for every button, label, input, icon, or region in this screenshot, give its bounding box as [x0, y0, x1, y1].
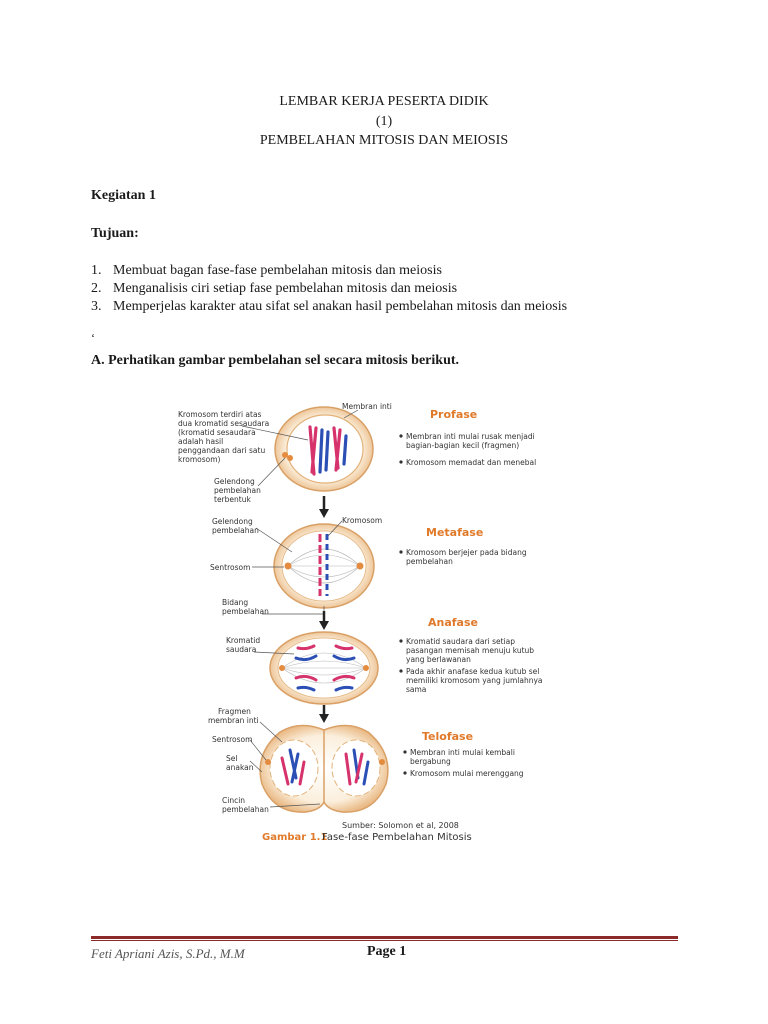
prophase-spindle-label-2: pembelahan	[214, 486, 261, 495]
prophase-spindle-label-1: Gelendong	[214, 477, 255, 486]
list-item: 1. Membuat bagan fase-fase pembelahan mi…	[91, 263, 567, 281]
anaphase-bullet-1b: pasangan memisah menuju kutub	[406, 646, 534, 655]
worksheet-topic: PEMBELAHAN MITOSIS DAN MEIOSIS	[0, 133, 768, 149]
figure-caption-number: Gambar 1.1	[262, 832, 327, 843]
prophase-bullet-2: Kromosom memadat dan menebal	[406, 458, 536, 467]
anaphase-bullet-2a: Pada akhir anafase kedua kutub sel	[406, 667, 539, 676]
prophase-cell	[275, 407, 373, 491]
telophase-centrosome-label: Sentrosom	[212, 735, 252, 744]
prophase-membrane-label: Membran inti	[342, 402, 392, 411]
telophase-bullet-1a: Membran inti mulai kembali	[410, 748, 515, 757]
objectives-heading: Tujuan:	[91, 226, 139, 242]
objectives-list: 1. Membuat bagan fase-fase pembelahan mi…	[91, 263, 567, 317]
anaphase-cell	[270, 632, 378, 704]
anaphase-title: Anafase	[428, 616, 478, 629]
list-text: Menganalisis ciri setiap fase pembelahan…	[113, 281, 457, 299]
telophase-daughter-label-1: Sel	[226, 754, 237, 763]
prophase-bullet-1b: bagian-bagian kecil (fragmen)	[406, 441, 519, 450]
prophase-left-label-1: Kromosom terdiri atas	[178, 410, 262, 419]
list-text: Memperjelas karakter atau sifat sel anak…	[113, 299, 567, 317]
anaphase-bullet-2c: sama	[406, 685, 426, 694]
metaphase-centrosome-label: Sentrosom	[210, 563, 250, 572]
list-number: 2.	[91, 281, 113, 299]
telophase-bullet-2: Kromosom mulai merenggang	[410, 769, 524, 778]
metaphase-spindle-label-2: pembelahan	[212, 526, 259, 535]
figure-source: Sumber: Solomon et al, 2008	[342, 821, 459, 830]
footer-page-number: Page 1	[367, 944, 406, 960]
prophase-left-label-4: adalah hasil	[178, 437, 223, 446]
prophase-bullet-1a: Membran inti mulai rusak menjadi	[406, 432, 535, 441]
activity-heading: Kegiatan 1	[91, 188, 156, 204]
telophase-ring-label-2: pembelahan	[222, 805, 269, 814]
arrow-down-icon	[319, 621, 329, 630]
metaphase-plate-label-2: pembelahan	[222, 607, 269, 616]
telophase-bullet-1b: bergabung	[410, 757, 451, 766]
mitosis-figure: Kromosom terdiri atas dua kromatid sesau…	[170, 392, 570, 844]
metaphase-cell	[274, 524, 374, 608]
list-item: 3. Memperjelas karakter atau sifat sel a…	[91, 299, 567, 317]
metaphase-bullet-1a: Kromosom berjejer pada bidang	[406, 548, 527, 557]
anaphase-bullet-1a: Kromatid saudara dari setiap	[406, 637, 515, 646]
metaphase-chromosome-label: Kromosom	[342, 516, 382, 525]
metaphase-title: Metafase	[426, 526, 483, 539]
prophase-title: Profase	[430, 408, 477, 421]
anaphase-bullet-1c: yang berlawanan	[406, 655, 471, 664]
list-number: 3.	[91, 299, 113, 317]
stray-quote-mark: ‘	[91, 331, 95, 346]
worksheet-title: LEMBAR KERJA PESERTA DIDIK	[0, 94, 768, 110]
anaphase-bullet-2b: memiliki kromosom yang jumlahnya	[406, 676, 543, 685]
telophase-cells	[260, 725, 388, 812]
telophase-daughter-label-2: anakan	[226, 763, 254, 772]
list-text: Membuat bagan fase-fase pembelahan mitos…	[113, 263, 442, 281]
footer-rule-thick	[91, 936, 678, 939]
section-a-heading: A. Perhatikan gambar pembelahan sel seca…	[91, 353, 459, 369]
metaphase-spindle-label-1: Gelendong	[212, 517, 253, 526]
metaphase-bullet-1b: pembelahan	[406, 557, 453, 566]
arrow-down-icon	[319, 509, 329, 518]
prophase-left-label-6: kromosom)	[178, 455, 221, 464]
footer-rule-thin	[91, 940, 678, 941]
telophase-fragment-label-2: membran inti	[208, 716, 259, 725]
footer-author: Feti Apriani Azis, S.Pd., M.M	[91, 946, 245, 962]
telophase-title: Telofase	[422, 730, 473, 743]
prophase-spindle-label-3: terbentuk	[214, 495, 251, 504]
prophase-left-label-3: (kromatid sesaudara	[178, 428, 256, 437]
worksheet-number: (1)	[0, 114, 768, 130]
prophase-left-label-5: penggandaan dari satu	[178, 446, 265, 455]
anaphase-chromatid-label-2: saudara	[226, 645, 256, 654]
prophase-left-label-2: dua kromatid sesaudara	[178, 419, 269, 428]
telophase-fragment-label-1: Fragmen	[218, 707, 251, 716]
anaphase-chromatid-label-1: Kromatid	[226, 636, 260, 645]
list-number: 1.	[91, 263, 113, 281]
figure-caption-text: Fase-fase Pembelahan Mitosis	[322, 832, 472, 843]
metaphase-plate-label-1: Bidang	[222, 598, 248, 607]
telophase-ring-label-1: Cincin	[222, 796, 245, 805]
arrow-down-icon	[319, 714, 329, 723]
list-item: 2. Menganalisis ciri setiap fase pembela…	[91, 281, 567, 299]
